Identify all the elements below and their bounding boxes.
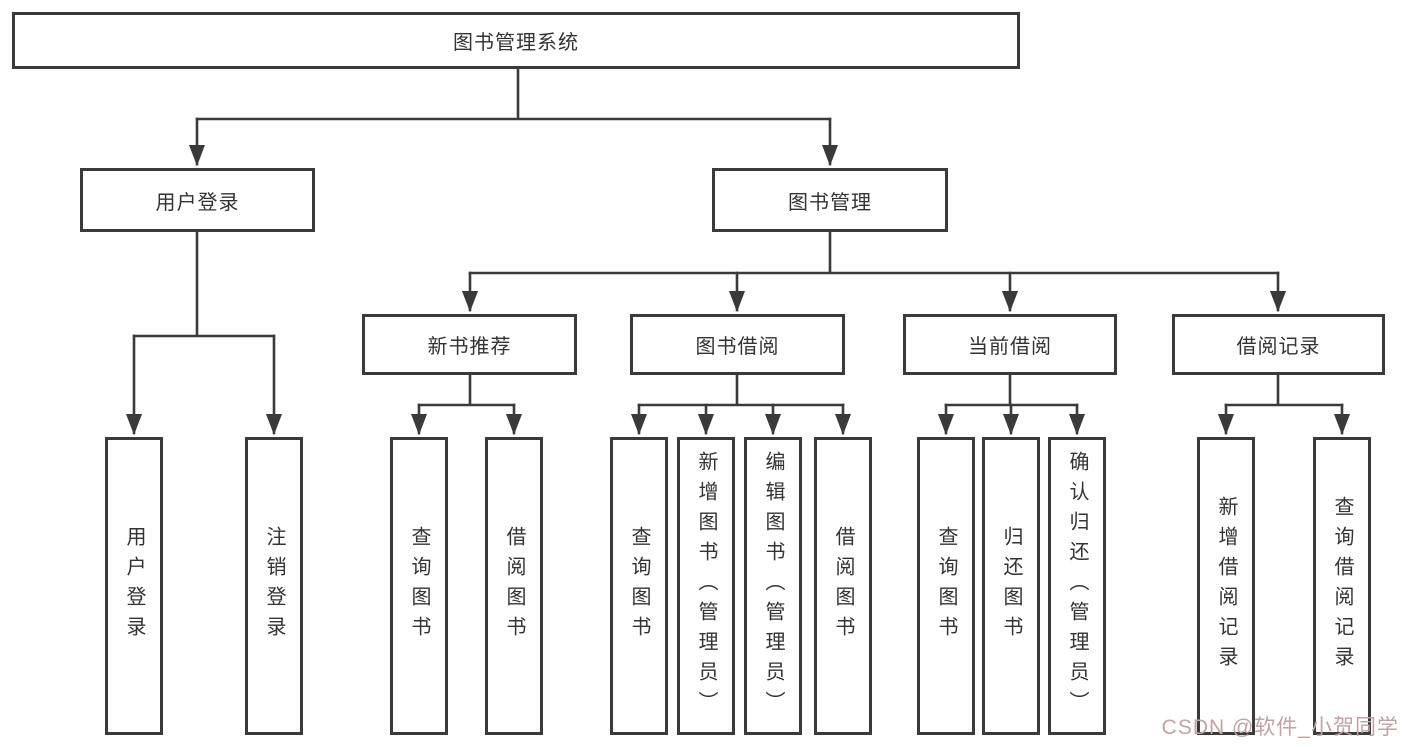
node-label: 当前借阅 — [968, 336, 1052, 358]
node-label: 借阅图书 — [503, 526, 525, 646]
node-label: 新书推荐 — [427, 336, 512, 358]
node-user-login: 用户登录 — [80, 168, 315, 232]
leaf-return-books: 归还图书 — [982, 437, 1040, 735]
leaf-query-books-borrowing: 查询图书 — [610, 437, 668, 735]
node-label: 查询图书 — [935, 526, 957, 646]
node-label: 查询借阅记录 — [1331, 496, 1353, 676]
node-book-borrowing: 图书借阅 — [630, 314, 845, 375]
node-label: 借阅记录 — [1236, 336, 1321, 358]
node-book-management: 图书管理 — [712, 168, 948, 232]
node-label: 借阅图书 — [832, 526, 854, 646]
node-label: 用户登录 — [155, 191, 240, 214]
node-label: 图书借阅 — [695, 336, 780, 358]
leaf-add-books-admin: 新增图书（管理员） — [677, 437, 735, 735]
node-label: 查询图书 — [408, 526, 430, 646]
node-current-borrowing: 当前借阅 — [903, 314, 1117, 375]
leaf-borrow-books: 借阅图书 — [814, 437, 872, 735]
leaf-edit-books-admin: 编辑图书（管理员） — [744, 437, 802, 735]
node-label: 图书管理系统 — [453, 32, 579, 54]
node-label: 查询图书 — [628, 526, 650, 646]
node-label: 图书管理 — [788, 191, 872, 214]
leaf-query-books-recommend: 查询图书 — [390, 437, 448, 735]
leaf-user-login: 用户登录 — [105, 437, 163, 735]
node-label: 确认归还（管理员） — [1066, 451, 1088, 721]
leaf-logout-login: 注销登录 — [245, 437, 303, 735]
node-label: 注销登录 — [263, 526, 285, 646]
leaf-add-borrow-record: 新增借阅记录 — [1197, 437, 1255, 735]
node-borrowing-records: 借阅记录 — [1172, 314, 1385, 375]
leaf-query-borrow-record: 查询借阅记录 — [1313, 437, 1371, 735]
node-label: 新增借阅记录 — [1215, 496, 1237, 676]
node-label: 新增图书（管理员） — [695, 451, 717, 721]
node-label: 编辑图书（管理员） — [762, 451, 784, 721]
node-new-book-recommend: 新书推荐 — [362, 314, 577, 375]
leaf-borrow-books-recommend: 借阅图书 — [485, 437, 543, 735]
node-label: 用户登录 — [123, 526, 145, 646]
node-root-library-management-system: 图书管理系统 — [12, 12, 1020, 69]
leaf-query-books-current: 查询图书 — [917, 437, 975, 735]
node-label: 归还图书 — [1000, 526, 1022, 646]
leaf-confirm-return-admin: 确认归还（管理员） — [1048, 437, 1106, 735]
